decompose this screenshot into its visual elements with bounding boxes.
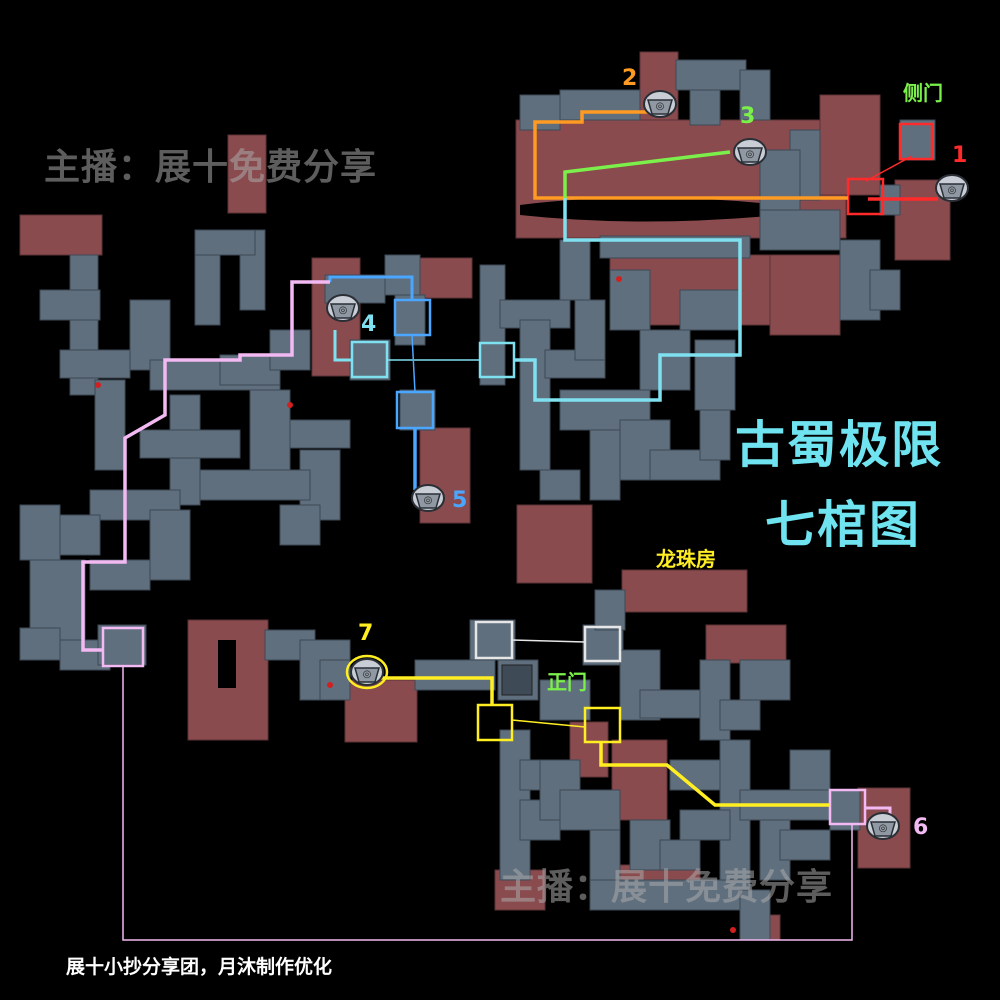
coffin-1-number: 1	[952, 143, 968, 168]
coffin-2-number: 2	[622, 66, 638, 91]
map-title-line2: 七棺图	[765, 496, 921, 554]
map-title-line1: 古蜀极限	[735, 416, 943, 474]
watermark-bottom: 主播：展十免费分享	[500, 867, 834, 908]
coffin-5-number: 5	[452, 488, 468, 513]
routes	[81, 110, 938, 941]
coffin-6-number: 6	[913, 815, 929, 840]
dragon-pearl-room-label: 龙珠房	[656, 547, 716, 571]
coffin-3-number: 3	[740, 104, 756, 129]
watermark-top: 主播：展十免费分享	[44, 147, 378, 188]
side-door-label: 侧门	[903, 81, 943, 105]
coffin-7-number: 7	[358, 621, 374, 646]
coffin-4-number: 4	[361, 312, 377, 337]
main-gate-icon	[501, 664, 533, 696]
main-door-label: 正门	[547, 670, 587, 694]
credit-text: 展十小抄分享团，月沐制作优化	[66, 956, 333, 978]
